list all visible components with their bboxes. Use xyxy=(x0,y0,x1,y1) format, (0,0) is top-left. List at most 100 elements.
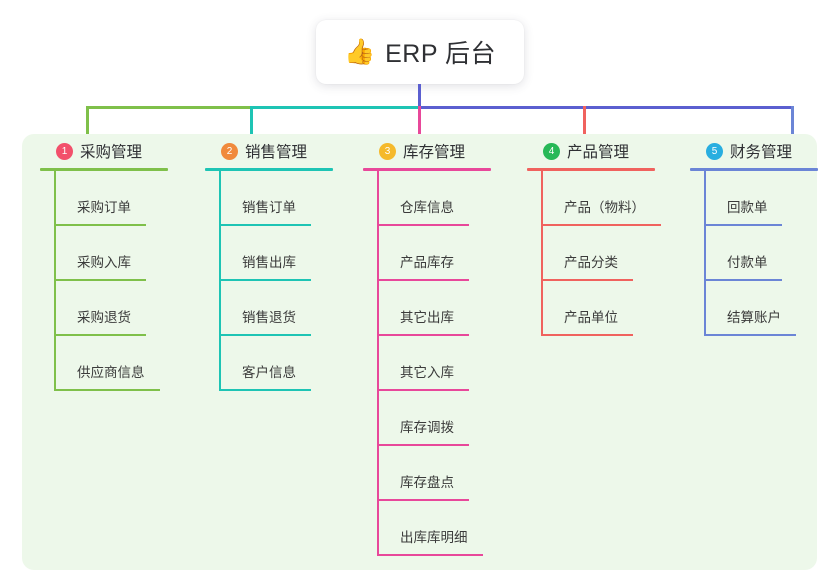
branch-item-rule xyxy=(541,224,661,226)
connector-drop-3 xyxy=(418,106,421,142)
branch-item[interactable]: 销售出库 xyxy=(219,226,352,281)
branch-item[interactable]: 库存调拨 xyxy=(377,391,510,446)
branch-item[interactable]: 产品（物料） xyxy=(541,171,674,226)
branch-title-1: 采购管理 xyxy=(80,144,143,161)
branch-title-4: 产品管理 xyxy=(567,144,630,161)
branch-item-label: 产品单位 xyxy=(564,310,618,325)
branch-item-label: 产品（物料） xyxy=(564,200,645,215)
branch-item-label: 仓库信息 xyxy=(400,200,454,215)
branch-item[interactable]: 销售订单 xyxy=(219,171,352,226)
branch-item-label: 产品库存 xyxy=(400,255,454,270)
branch-column-3: 3 库存管理仓库信息产品库存其它出库其它入库库存调拨库存盘点出库库明细 xyxy=(363,134,510,556)
branch-item[interactable]: 供应商信息 xyxy=(54,336,187,391)
connector-drop-2 xyxy=(250,106,253,142)
branch-item-label: 其它出库 xyxy=(400,310,454,325)
branch-item-rule xyxy=(219,389,311,391)
branch-header-rule-3 xyxy=(363,168,491,171)
connector-drop-4 xyxy=(583,106,586,142)
branch-item-rule xyxy=(377,224,469,226)
branch-item-rule xyxy=(704,224,782,226)
branch-item[interactable]: 其它出库 xyxy=(377,281,510,336)
branch-item-label: 采购订单 xyxy=(77,200,131,215)
branch-item[interactable]: 销售退货 xyxy=(219,281,352,336)
branch-item-label: 其它入库 xyxy=(400,365,454,380)
branch-item[interactable]: 客户信息 xyxy=(219,336,352,391)
connector-drop-5 xyxy=(791,106,794,142)
branch-items-1: 采购订单采购入库采购退货供应商信息 xyxy=(40,171,187,391)
branch-item-label: 销售订单 xyxy=(242,200,296,215)
branch-item-rule xyxy=(54,334,146,336)
branch-item-rule xyxy=(377,389,469,391)
branch-title-2: 销售管理 xyxy=(245,144,308,161)
branch-item-rule xyxy=(704,334,796,336)
branch-item-rule xyxy=(541,334,633,336)
branch-spine-5 xyxy=(704,171,706,336)
branch-item-label: 采购退货 xyxy=(77,310,131,325)
branch-header-rule-4 xyxy=(527,168,655,171)
branch-item-label: 回款单 xyxy=(727,200,768,215)
branch-header-rule-2 xyxy=(205,168,333,171)
branch-items-5: 回款单付款单结算账户 xyxy=(690,171,837,336)
branch-item-rule xyxy=(219,224,311,226)
branch-item[interactable]: 出库库明细 xyxy=(377,501,510,556)
branch-header-rule-1 xyxy=(40,168,168,171)
branch-item[interactable]: 产品库存 xyxy=(377,226,510,281)
root-node-title: ERP 后台 xyxy=(385,40,497,68)
branch-item-label: 付款单 xyxy=(727,255,768,270)
branch-item-rule xyxy=(219,334,311,336)
branch-item[interactable]: 采购退货 xyxy=(54,281,187,336)
branch-item[interactable]: 付款单 xyxy=(704,226,837,281)
branch-items-3: 仓库信息产品库存其它出库其它入库库存调拨库存盘点出库库明细 xyxy=(363,171,510,556)
branch-item[interactable]: 产品分类 xyxy=(541,226,674,281)
branch-item[interactable]: 采购入库 xyxy=(54,226,187,281)
branch-header-rule-5 xyxy=(690,168,818,171)
branch-item-rule xyxy=(54,279,146,281)
branch-items-4: 产品（物料） 产品分类产品单位 xyxy=(527,171,674,336)
branch-item-rule xyxy=(377,279,469,281)
branch-badge-1: 1 xyxy=(56,142,73,160)
branch-header-4[interactable]: 4 产品管理 xyxy=(527,134,674,168)
branch-item-rule xyxy=(377,444,469,446)
branch-title-5: 财务管理 xyxy=(730,144,793,161)
branch-item-rule xyxy=(377,554,483,556)
branch-item[interactable]: 产品单位 xyxy=(541,281,674,336)
branch-item-label: 销售出库 xyxy=(242,255,296,270)
connector-bus-segment-right xyxy=(419,106,794,109)
root-node-card[interactable]: 👍 ERP 后台 xyxy=(316,20,524,84)
branch-badge-3: 3 xyxy=(379,142,396,160)
branch-item-rule xyxy=(377,499,469,501)
branch-spine-3 xyxy=(377,171,379,556)
branch-item-rule xyxy=(377,334,469,336)
connector-drop-1 xyxy=(86,106,89,142)
branch-item[interactable]: 回款单 xyxy=(704,171,837,226)
branch-item-label: 库存调拨 xyxy=(400,420,454,435)
branch-item-rule xyxy=(704,279,782,281)
branch-item-label: 供应商信息 xyxy=(77,365,145,380)
branch-header-3[interactable]: 3 库存管理 xyxy=(363,134,510,168)
branch-item[interactable]: 其它入库 xyxy=(377,336,510,391)
branch-column-1: 1 采购管理采购订单采购入库采购退货供应商信息 xyxy=(40,134,187,391)
branch-item-label: 结算账户 xyxy=(727,310,781,325)
branch-item[interactable]: 采购订单 xyxy=(54,171,187,226)
branch-header-1[interactable]: 1 采购管理 xyxy=(40,134,187,168)
branch-badge-4: 4 xyxy=(543,142,560,160)
branch-item-label: 库存盘点 xyxy=(400,475,454,490)
branch-item[interactable]: 结算账户 xyxy=(704,281,837,336)
branch-spine-2 xyxy=(219,171,221,391)
branch-item[interactable]: 库存盘点 xyxy=(377,446,510,501)
branch-item-rule xyxy=(541,279,633,281)
branch-item-rule xyxy=(219,279,311,281)
branch-items-2: 销售订单销售出库销售退货客户信息 xyxy=(205,171,352,391)
branch-item-label: 客户信息 xyxy=(242,365,296,380)
branch-item-label: 出库库明细 xyxy=(400,530,468,545)
branch-item-label: 产品分类 xyxy=(564,255,618,270)
root-connector-stem xyxy=(418,84,421,108)
branch-title-3: 库存管理 xyxy=(403,144,466,161)
branch-item[interactable]: 仓库信息 xyxy=(377,171,510,226)
branch-item-rule xyxy=(54,224,146,226)
